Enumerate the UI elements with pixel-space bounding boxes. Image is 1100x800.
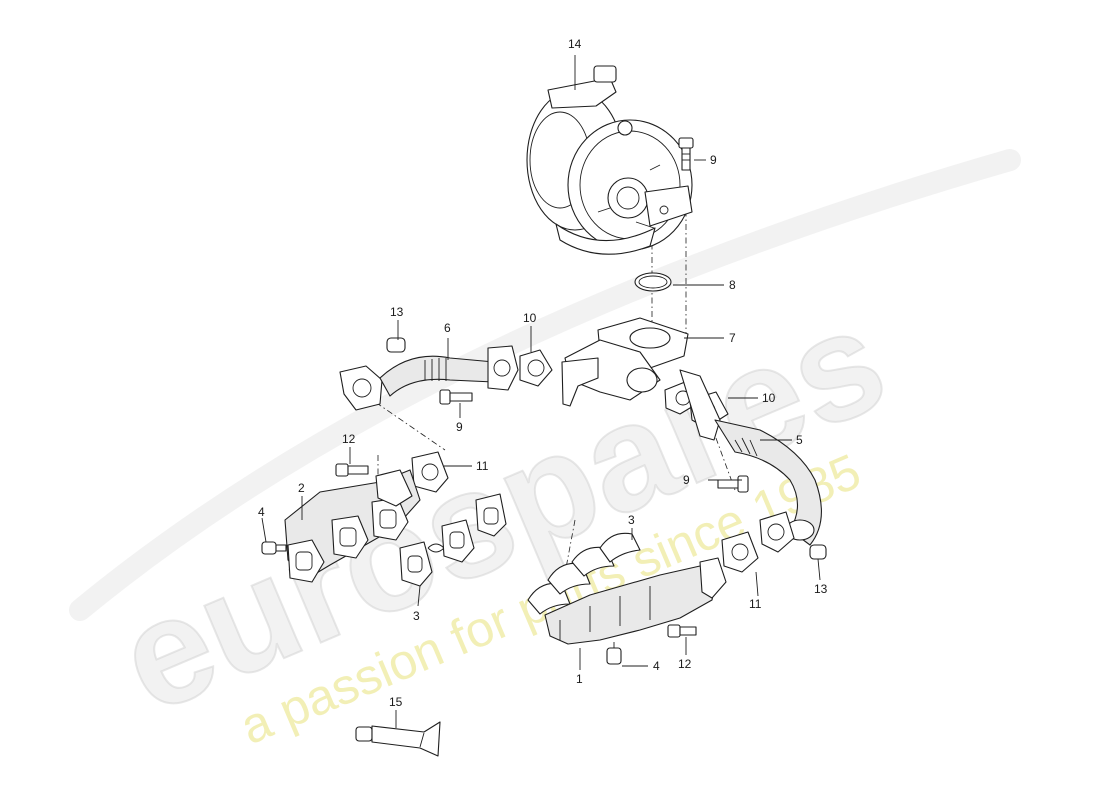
turbocharger-part[interactable] — [526, 65, 693, 255]
gasket-part-11-right[interactable] — [721, 511, 795, 573]
callout-10-upper: 10 — [523, 311, 537, 325]
callout-12-right: 12 — [678, 657, 692, 671]
callout-4-left: 4 — [258, 505, 265, 519]
gasket-part-upper[interactable] — [519, 349, 553, 387]
callout-2: 2 — [298, 481, 305, 495]
right-exhaust-manifold-part[interactable] — [544, 557, 727, 645]
callout-3-right: 3 — [628, 513, 635, 527]
left-exhaust-pipe-part[interactable] — [339, 345, 519, 411]
nut-part-right[interactable] — [809, 544, 827, 560]
callout-12-left: 12 — [342, 432, 356, 446]
callout-14: 14 — [568, 37, 582, 51]
right-exhaust-pipe-part[interactable] — [679, 369, 822, 546]
callout-7: 7 — [729, 331, 736, 345]
callout-labels: 14 9 8 7 6 13 10 10 5 9 12 11 2 4 3 3 9 … — [258, 37, 828, 709]
gasket-ring-part[interactable] — [634, 272, 672, 292]
exhaust-collector-part[interactable] — [561, 317, 689, 407]
bolt-part-middle[interactable] — [439, 389, 473, 405]
stud-part-left[interactable] — [261, 541, 287, 555]
callout-9-top: 9 — [710, 153, 717, 167]
callout-8: 8 — [729, 278, 736, 292]
callout-13-right: 13 — [814, 582, 828, 596]
callout-3-left: 3 — [413, 609, 420, 623]
bolt-part-top[interactable] — [678, 137, 694, 171]
leader-lines — [261, 55, 821, 728]
port-gasket-part-left[interactable] — [399, 493, 507, 587]
callout-11-left: 11 — [476, 459, 489, 473]
callout-10-right: 10 — [762, 391, 776, 405]
port-gasket-part-right[interactable] — [527, 532, 641, 615]
stud-part-right[interactable] — [606, 642, 622, 665]
callout-11-right: 11 — [749, 597, 762, 611]
callout-5: 5 — [796, 433, 803, 447]
bolt-part-12-right[interactable] — [667, 624, 697, 638]
watermark-logo: eurospares a passion for parts since 198… — [69, 149, 1021, 755]
callout-4-right: 4 — [653, 659, 660, 673]
callout-1: 1 — [576, 672, 583, 686]
callout-9-right: 9 — [683, 473, 690, 487]
left-exhaust-manifold-part[interactable] — [284, 469, 421, 583]
callout-9-middle: 9 — [456, 420, 463, 434]
sealant-tube-part[interactable] — [355, 721, 441, 757]
bolt-part-12-left[interactable] — [335, 463, 369, 477]
callout-15: 15 — [389, 695, 403, 709]
callout-13-left: 13 — [390, 305, 404, 319]
callout-6: 6 — [444, 321, 451, 335]
nut-part-left[interactable] — [386, 337, 406, 353]
